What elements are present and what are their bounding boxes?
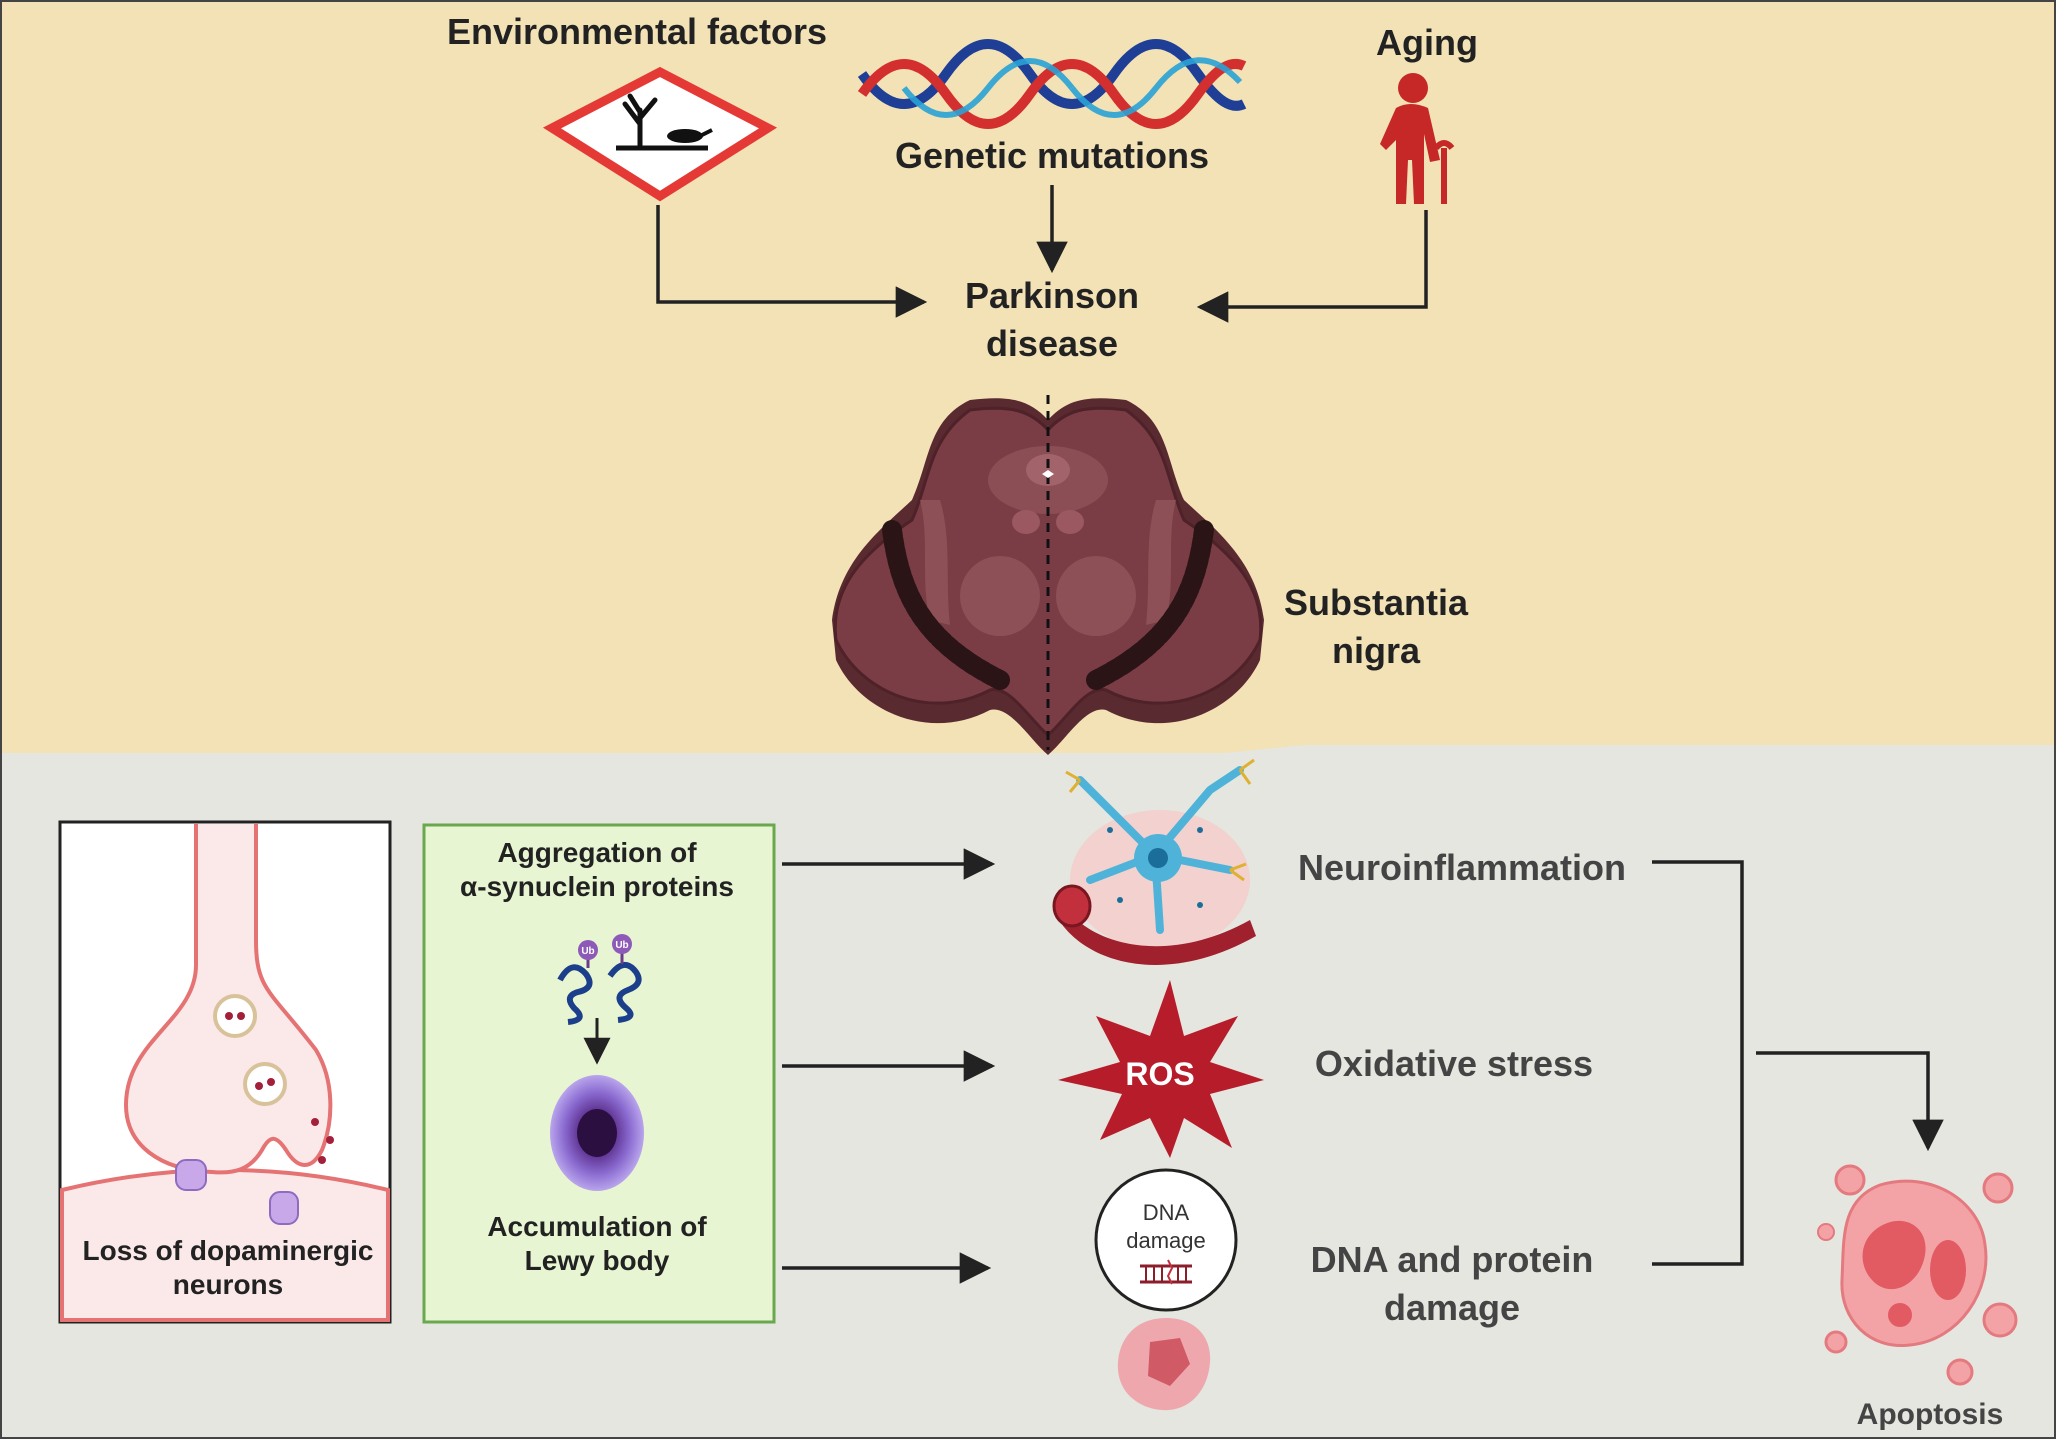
dna-protein-damage-line2: damage: [1384, 1287, 1520, 1328]
arrow-to-apoptosis: [1756, 1051, 1944, 1152]
apoptotic-cell-icon: [1817, 1164, 2018, 1386]
ros-burst-icon: ROS: [1058, 980, 1264, 1158]
oxidative-stress-label: Oxidative stress: [1315, 1043, 1593, 1084]
substantia-nigra-label-line1: Substantia: [1284, 582, 1469, 623]
accumulation-label-line2: Lewy body: [525, 1245, 670, 1276]
arrow-environment-to-parkinson: [656, 205, 928, 318]
lewy-body-icon: [550, 1075, 644, 1191]
substantia-nigra-label-line2: nigra: [1332, 630, 1421, 671]
neuroinflammation-icon: [1052, 758, 1256, 965]
ub-badge-1: Ub: [581, 946, 594, 957]
ub-badge-2: Ub: [615, 940, 628, 951]
neuroinflammation-label: Neuroinflammation: [1298, 847, 1626, 888]
accumulation-label-line1: Accumulation of: [487, 1211, 707, 1242]
environmental-factors-label: Environmental factors: [447, 11, 827, 52]
bracket-connector: [1652, 860, 1744, 1266]
apoptosis-label: Apoptosis: [1857, 1398, 2004, 1431]
loss-neurons-label-line2: neurons: [173, 1269, 283, 1300]
arrow-aging-to-parkinson: [1196, 210, 1428, 323]
genetic-mutations-label: Genetic mutations: [895, 135, 1209, 176]
aging-label: Aging: [1376, 22, 1478, 63]
neuron-panel: [58, 820, 392, 1324]
dna-badge-line1: DNA: [1143, 1200, 1190, 1225]
loss-neurons-label-line1: Loss of dopaminergic: [83, 1235, 374, 1266]
elderly-person-icon: [1380, 73, 1455, 204]
dna-badge-line2: damage: [1126, 1228, 1206, 1253]
protein-aggregate-icon: Ub Ub: [557, 934, 642, 1025]
synuclein-panel: [422, 823, 776, 1324]
parkinson-label-line1: Parkinson: [965, 275, 1139, 316]
parkinson-label-line2: disease: [986, 323, 1118, 364]
dna-protein-damage-line1: DNA and protein: [1311, 1239, 1594, 1280]
environment-hazard-icon: [542, 66, 778, 202]
dna-helix-icon: [857, 39, 1247, 129]
damaged-cell-icon: [1117, 1318, 1211, 1411]
dna-damage-icon: DNA damage: [1094, 1168, 1238, 1312]
aggregation-label-line2: α-synuclein proteins: [460, 871, 734, 902]
aggregation-label-line1: Aggregation of: [497, 837, 697, 868]
ros-label: ROS: [1125, 1056, 1194, 1092]
midbrain-section: [832, 395, 1264, 755]
